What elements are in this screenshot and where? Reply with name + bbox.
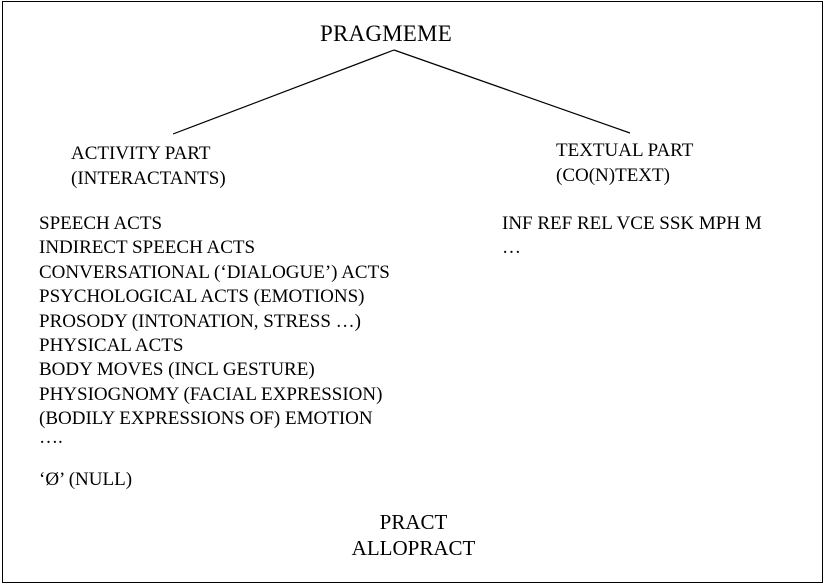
activity-part-list: SPEECH ACTS INDIRECT SPEECH ACTS CONVERS… — [39, 212, 390, 450]
list-item: CONVERSATIONAL (‘DIALOGUE’) ACTS — [39, 261, 390, 283]
allopract-label: ALLOPRACT — [351, 536, 476, 560]
activity-part-node: ACTIVITY PART (INTERACTANTS) — [71, 141, 226, 191]
list-item: INDIRECT SPEECH ACTS — [39, 237, 256, 259]
bottom-labels: PRACT ALLOPRACT — [0, 509, 827, 561]
connector-to-activity-part — [172, 49, 395, 135]
list-item: SPEECH ACTS — [39, 213, 163, 234]
list-item: PHYSICAL ACTS — [39, 334, 184, 356]
textual-part-list: INF REF REL VCE SSK MPH M … — [502, 212, 762, 261]
pract-label: PRACT — [379, 510, 448, 534]
root-node-pragmeme: PRAGMEME — [320, 21, 452, 46]
list-item: (BODILY EXPRESSIONS OF) EMOTION — [39, 408, 373, 430]
list-item: BODY MOVES (INCL GESTURE) — [39, 359, 315, 381]
activity-part-title: ACTIVITY PART — [71, 143, 211, 164]
textual-part-node: TEXTUAL PART (CO(N)TEXT) — [556, 138, 693, 188]
activity-part-subtitle: (INTERACTANTS) — [71, 168, 226, 189]
textual-part-ellipsis: … — [502, 237, 521, 259]
list-item: PSYCHOLOGICAL ACTS (EMOTIONS) — [39, 286, 365, 308]
list-item-ellipsis: …. — [39, 426, 63, 448]
connector-to-textual-part — [393, 49, 631, 134]
textual-part-title: TEXTUAL PART — [556, 140, 694, 161]
textual-part-subtitle: (CO(N)TEXT) — [556, 165, 670, 186]
textual-part-items-line: INF REF REL VCE SSK MPH M — [502, 213, 762, 234]
null-item: ‘Ø’ (NULL) — [39, 469, 133, 490]
list-item: PHYSIOGNOMY (FACIAL EXPRESSION) — [39, 383, 383, 405]
list-item: PROSODY (INTONATION, STRESS …) — [39, 310, 361, 332]
